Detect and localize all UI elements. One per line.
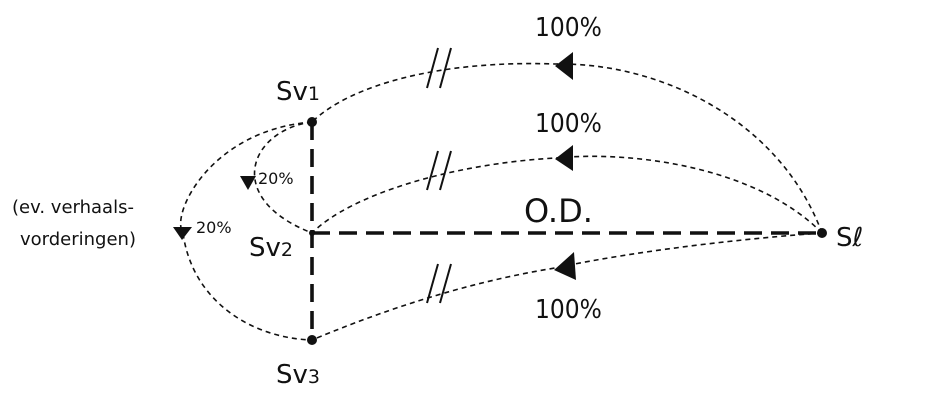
arrowhead-middle [555,145,573,171]
percent-label-inner: 20% [258,169,294,188]
node-label-sv1: Sv1 [276,77,320,107]
percent-label-outer: 20% [196,218,232,237]
curve-sl-to-sv3 [311,232,823,341]
curve-sl-to-sv1 [311,62,823,234]
percent-label-top: 100% [535,13,602,43]
percent-label-middle: 100% [535,109,602,139]
note-line-1: (ev. verhaals- [12,197,134,218]
arrowhead-outer [173,227,192,240]
od-label: O.D. [524,192,593,230]
arrowhead-top [555,52,573,80]
node-label-sv2: Sv2 [249,233,293,263]
node-dot-sl [817,228,827,238]
curve-sl-to-sv2 [311,155,823,234]
node-dot-sv1 [307,117,317,127]
arrowhead-bottom [554,252,576,280]
node-label-sv3: Sv3 [276,360,320,390]
arrowhead-inner [240,176,256,190]
node-label-sl: Sℓ [836,223,863,253]
break-mark-middle [426,150,452,191]
percent-label-bottom: 100% [535,295,602,325]
curve-sv1-to-sv3-outer [179,121,313,341]
node-dot-sv2 [309,230,315,236]
node-dot-sv3 [307,335,317,345]
break-mark-top [426,47,452,89]
break-mark-bottom [426,263,452,304]
note-line-2: vorderingen) [20,229,136,250]
curve-sv1-to-sv2-inner [253,121,313,234]
